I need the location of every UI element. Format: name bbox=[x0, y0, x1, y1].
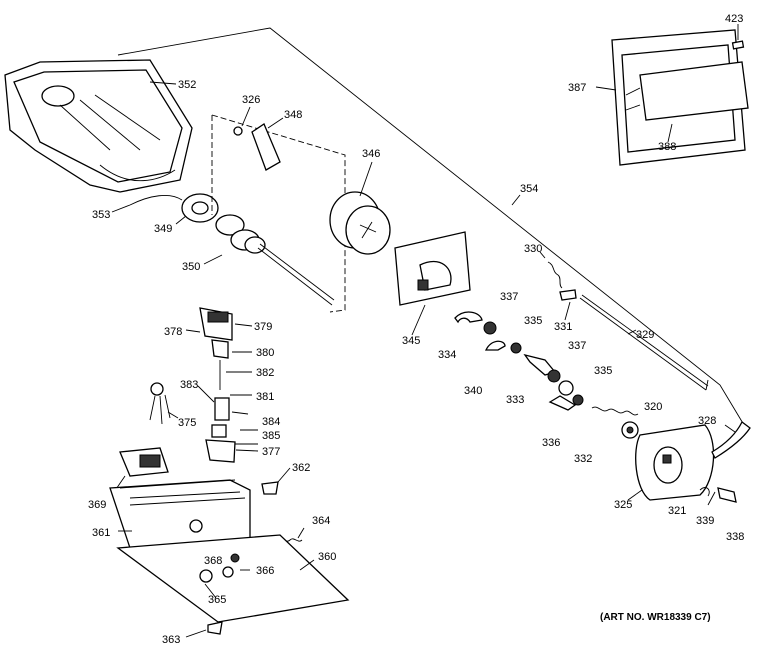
motor-housing bbox=[627, 424, 715, 501]
label-334: 334 bbox=[438, 349, 456, 361]
clip bbox=[261, 467, 291, 495]
label-333: 333 bbox=[506, 394, 524, 406]
label-383: 383 bbox=[180, 379, 198, 391]
label-388: 388 bbox=[658, 141, 676, 153]
label-339: 339 bbox=[696, 515, 714, 527]
wire-harness bbox=[149, 382, 179, 425]
label-325: 325 bbox=[614, 499, 632, 511]
label-331: 331 bbox=[554, 321, 572, 333]
label-364: 364 bbox=[312, 515, 330, 527]
label-368: 368 bbox=[204, 555, 222, 567]
label-320: 320 bbox=[644, 401, 662, 413]
label-337b: 337 bbox=[568, 340, 586, 352]
auger bbox=[203, 214, 335, 306]
label-423: 423 bbox=[725, 13, 743, 25]
label-328: 328 bbox=[698, 415, 716, 427]
label-378: 378 bbox=[164, 326, 182, 338]
art-number: (ART NO. WR18339 C7) bbox=[600, 612, 711, 623]
ice-bucket bbox=[4, 59, 193, 193]
label-349: 349 bbox=[154, 223, 172, 235]
label-354: 354 bbox=[520, 183, 538, 195]
label-360: 360 bbox=[318, 551, 336, 563]
label-348: 348 bbox=[284, 109, 302, 121]
label-375: 375 bbox=[178, 417, 196, 429]
label-384: 384 bbox=[262, 416, 280, 428]
label-337a: 337 bbox=[500, 291, 518, 303]
label-365: 365 bbox=[208, 594, 226, 606]
label-379: 379 bbox=[254, 321, 272, 333]
label-350: 350 bbox=[182, 261, 200, 273]
label-380: 380 bbox=[256, 347, 274, 359]
label-335a: 335 bbox=[524, 315, 542, 327]
switch-set bbox=[205, 411, 259, 463]
nut-and-blade bbox=[233, 106, 284, 171]
label-362: 362 bbox=[292, 462, 310, 474]
small-hardware bbox=[699, 487, 737, 506]
label-382: 382 bbox=[256, 367, 274, 379]
mounting-frame-outline bbox=[117, 27, 745, 426]
label-353: 353 bbox=[92, 209, 110, 221]
bucket-wire bbox=[129, 194, 183, 206]
label-377: 377 bbox=[262, 446, 280, 458]
part-labels: 423 387 388 352 326 348 346 354 353 349 … bbox=[88, 13, 744, 646]
cam-spring bbox=[591, 406, 639, 416]
control-motor bbox=[111, 447, 169, 496]
label-369: 369 bbox=[88, 499, 106, 511]
label-366: 366 bbox=[256, 565, 274, 577]
label-385: 385 bbox=[262, 430, 280, 442]
label-363: 363 bbox=[162, 634, 180, 646]
solenoid-assembly bbox=[185, 307, 253, 421]
motor-gear bbox=[621, 421, 639, 439]
label-321: 321 bbox=[668, 505, 686, 517]
fasteners bbox=[185, 553, 250, 638]
label-361: 361 bbox=[92, 527, 110, 539]
label-330: 330 bbox=[524, 243, 542, 255]
label-332: 332 bbox=[574, 453, 592, 465]
label-335b: 335 bbox=[594, 365, 612, 377]
feeler-arm bbox=[711, 421, 751, 459]
label-336: 336 bbox=[542, 437, 560, 449]
label-352: 352 bbox=[178, 79, 196, 91]
label-340: 340 bbox=[464, 385, 482, 397]
bottom-plate bbox=[116, 534, 350, 623]
label-381: 381 bbox=[256, 391, 274, 403]
label-329: 329 bbox=[636, 329, 654, 341]
label-345: 345 bbox=[402, 335, 420, 347]
label-387: 387 bbox=[568, 82, 586, 94]
mounting-bracket bbox=[394, 231, 471, 336]
auger-outline bbox=[211, 114, 346, 313]
actuator-rod bbox=[579, 294, 709, 391]
label-326: 326 bbox=[242, 94, 260, 106]
spring-and-clip bbox=[539, 251, 577, 321]
drive-gear bbox=[175, 193, 219, 225]
cam-drum bbox=[329, 161, 391, 255]
label-338: 338 bbox=[726, 531, 744, 543]
linkage-set bbox=[454, 311, 584, 411]
door-panel-assembly bbox=[595, 24, 749, 166]
label-346: 346 bbox=[362, 148, 380, 160]
